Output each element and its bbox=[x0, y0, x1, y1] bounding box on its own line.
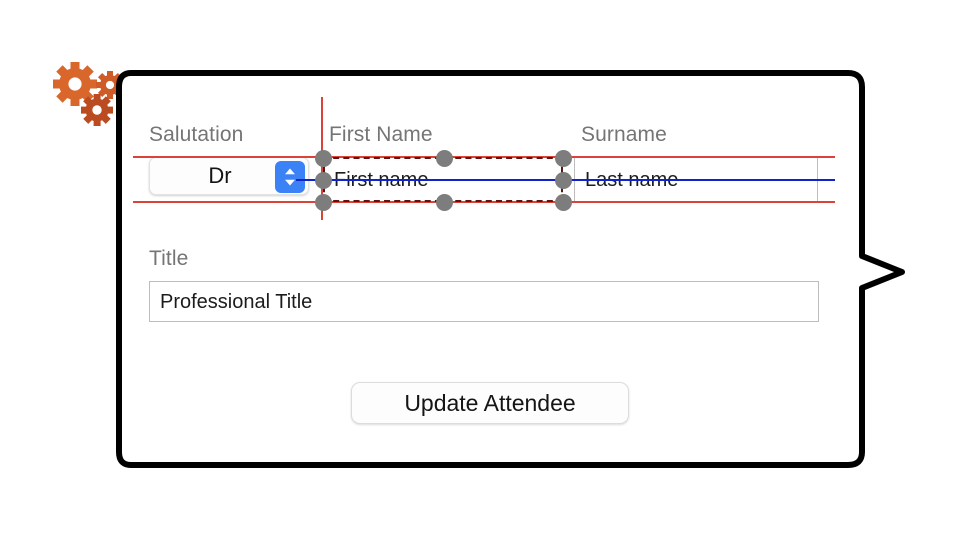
surname-input[interactable]: Last name bbox=[574, 157, 818, 202]
chevron-up-down-icon[interactable] bbox=[275, 161, 305, 193]
salutation-value: Dr bbox=[208, 163, 232, 188]
first-name-label: First Name bbox=[329, 123, 433, 146]
salutation-select[interactable]: Dr bbox=[149, 157, 309, 195]
first-name-input[interactable]: First name bbox=[323, 158, 563, 202]
update-attendee-label: Update Attendee bbox=[404, 389, 576, 416]
surname-placeholder: Last name bbox=[585, 168, 679, 191]
salutation-label: Salutation bbox=[149, 123, 244, 146]
title-input[interactable]: Professional Title bbox=[149, 281, 819, 322]
surname-label: Surname bbox=[581, 123, 667, 146]
first-name-placeholder: First name bbox=[334, 169, 429, 191]
update-attendee-button[interactable]: Update Attendee bbox=[351, 382, 629, 424]
title-label: Title bbox=[149, 247, 189, 270]
title-placeholder: Professional Title bbox=[160, 290, 313, 313]
attendee-form: Salutation Dr First Name First name Surn… bbox=[117, 67, 862, 471]
